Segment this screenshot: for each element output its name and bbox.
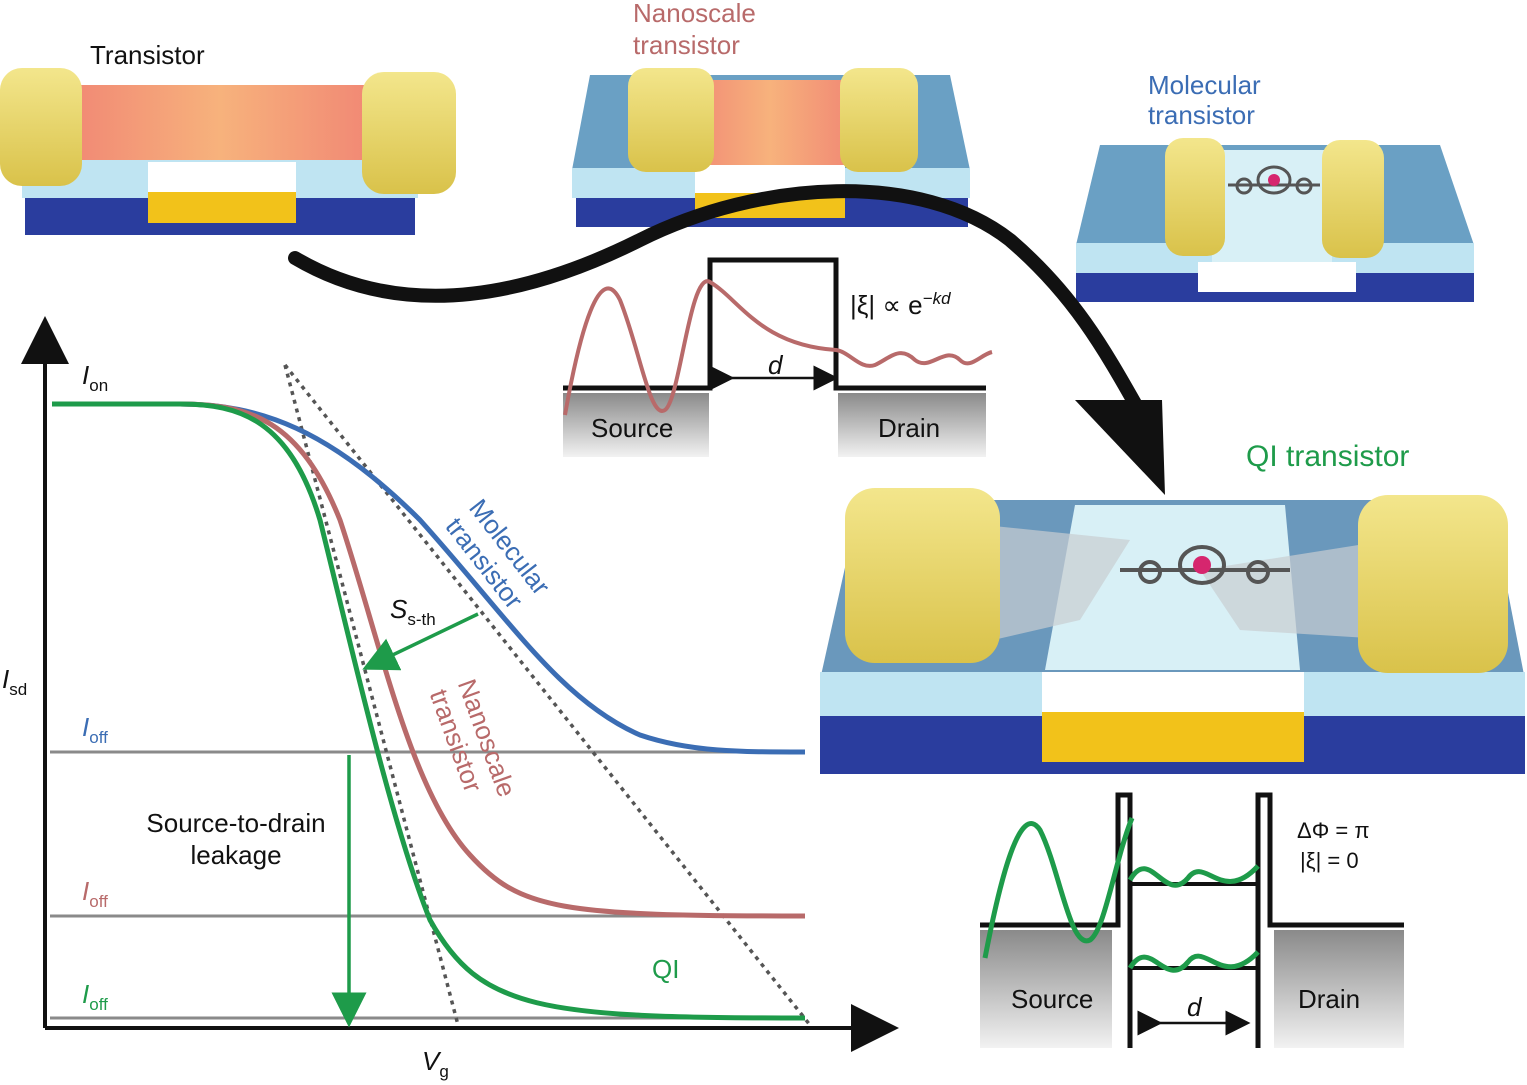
molecular-label-2: transistor: [1148, 100, 1255, 130]
incoming-wave: [982, 817, 1135, 959]
device-molecular: Molecular transistor: [1076, 70, 1474, 302]
wave-lower: [1127, 950, 1260, 973]
slope-label: Ss-th: [390, 594, 436, 629]
source-block: [980, 930, 1112, 1048]
decay-formula: |ξ| ∝ e−kd: [850, 289, 951, 320]
nanoscale-curve: [52, 401, 806, 919]
drain-contact: [362, 72, 456, 194]
source-contact: [1165, 138, 1225, 256]
leakage-label-1: Source-to-drain: [146, 808, 325, 838]
molecular-curve: [52, 401, 806, 755]
wave-upper: [1127, 864, 1260, 888]
gate-cap: [1198, 262, 1356, 292]
channel: [660, 80, 880, 165]
molecule: [1120, 545, 1290, 585]
source-contact: [628, 68, 714, 172]
y-axis-label: Isd: [2, 664, 27, 699]
device-qi: QI transistor: [820, 440, 1525, 774]
source-contact: [845, 488, 1000, 663]
phase-label: ΔΦ = π: [1297, 818, 1370, 843]
drain-block: [838, 393, 986, 457]
drain-contact: [1322, 140, 1384, 258]
source-block: [563, 393, 709, 457]
i-on-label: Ion: [82, 360, 108, 395]
source-label: Source: [591, 413, 673, 443]
leakage-label-2: leakage: [190, 840, 281, 870]
molecular-label-1: Molecular: [1148, 70, 1261, 100]
d-label: d: [1187, 992, 1203, 1022]
drain-label: Drain: [1298, 984, 1360, 1014]
arrow-shaft: [288, 184, 1157, 437]
transistor-label: Transistor: [90, 40, 205, 70]
transfer-chart: Ion Ioff Ioff Ioff Isd Vg Ss-th Source-t…: [2, 316, 899, 1081]
channel: [22, 85, 418, 160]
qi-curve: [52, 401, 806, 1021]
barrier-outline: [563, 257, 986, 391]
evolution-arrow: [288, 184, 1165, 495]
device-nanoscale: Nanoscale transistor: [572, 0, 970, 227]
source-contact: [0, 68, 82, 186]
barrier-diagram-top: d Source Drain |ξ| ∝ e−kd: [563, 257, 993, 457]
drain-block: [1274, 930, 1404, 1048]
i-off-nanoscale-label: Ioff: [82, 876, 108, 911]
d-label: d: [768, 350, 784, 380]
device-transistor: Transistor: [0, 40, 456, 235]
gate-cap: [1042, 672, 1304, 712]
x-axis-label: Vg: [422, 1046, 449, 1081]
wavefunction: [563, 279, 993, 416]
source-label: Source: [1011, 984, 1093, 1014]
qi-series-label: QI: [652, 954, 679, 984]
channel: [1212, 150, 1332, 262]
i-off-molecular-label: Ioff: [82, 712, 108, 747]
drain-label: Drain: [878, 413, 940, 443]
xi-label: |ξ| = 0: [1300, 848, 1359, 873]
molecular-series-label: Molecular transistor: [440, 493, 557, 614]
nanoscale-label-2: transistor: [633, 30, 740, 60]
drain-contact: [1358, 495, 1508, 673]
arrow-head: [1075, 400, 1165, 495]
nanoscale-label-1: Nanoscale: [633, 0, 756, 28]
i-off-qi-label: Ioff: [82, 979, 108, 1014]
right-barrier: [1255, 792, 1404, 1048]
gate-cap: [148, 162, 296, 192]
molecule: [1228, 165, 1320, 195]
drain-contact: [840, 68, 918, 172]
slope-arrow: [362, 612, 479, 671]
nanoscale-series-label: Nanoscale transistor: [424, 675, 522, 801]
qi-transistor-label: QI transistor: [1246, 440, 1409, 473]
barrier-diagram-bottom: d Source Drain ΔΦ = π |ξ| = 0: [980, 792, 1404, 1048]
